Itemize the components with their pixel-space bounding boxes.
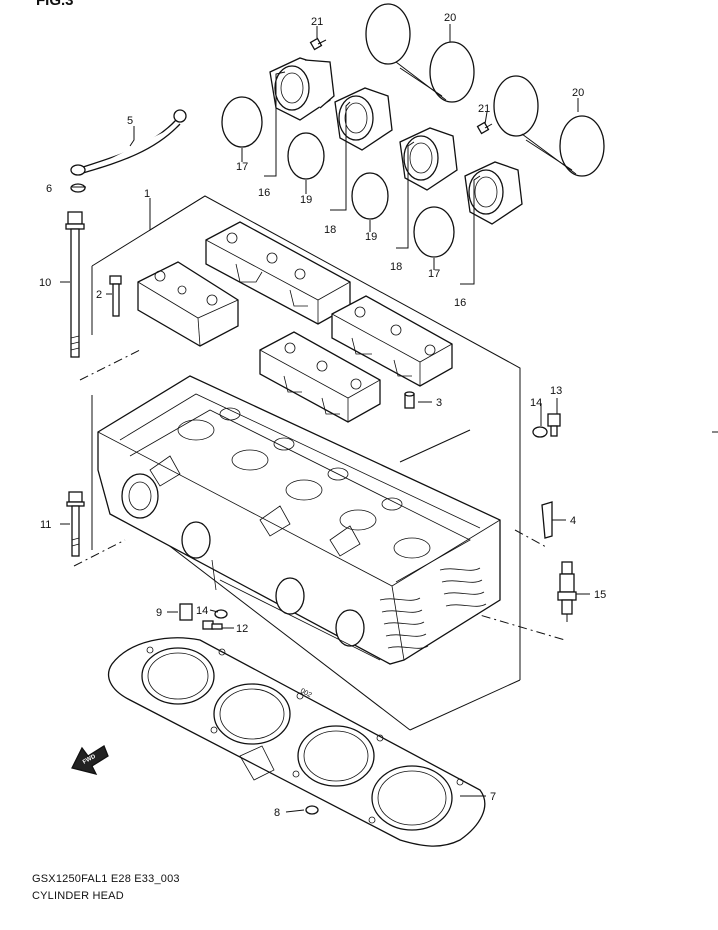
screw-21a [309, 37, 327, 51]
figure-label: FIG.3 [36, 0, 74, 9]
callout-14b: 14 [196, 605, 208, 617]
leader-lines [60, 24, 590, 813]
bolt-10 [65, 211, 85, 358]
callout-9: 9 [156, 607, 162, 619]
intake-pipe-2 [334, 87, 393, 151]
cylinder-head [97, 375, 501, 665]
callout-1: 1 [144, 188, 150, 200]
callout-4: 4 [570, 515, 576, 527]
callout-5: 5 [127, 115, 133, 127]
head-gasket-7: 002 [107, 637, 486, 847]
callout-16a: 16 [258, 187, 270, 199]
o-ring-17b [413, 206, 455, 258]
callout-17b: 17 [428, 268, 440, 280]
callout-2: 2 [96, 289, 102, 301]
o-ring-19b [351, 172, 389, 220]
callout-19b: 19 [365, 231, 377, 243]
intake-pipe-1 [269, 57, 335, 121]
callout-18b: 18 [390, 261, 402, 273]
o-ring-19a [287, 132, 325, 180]
callout-labels: 21 20 20 21 5 17 16 6 1 19 18 19 18 17 1… [39, 12, 606, 819]
callout-3: 3 [436, 397, 442, 409]
callout-12: 12 [236, 623, 248, 635]
cam-holder-left [137, 261, 239, 347]
model-code: GSX1250FAL1 E28 E33_003 [32, 873, 180, 885]
diagram-title: CYLINDER HEAD [32, 890, 124, 902]
intake-pipe-3 [399, 127, 458, 191]
callout-20a: 20 [444, 12, 456, 24]
callout-16b: 16 [454, 297, 466, 309]
cam-holder-right [331, 295, 453, 387]
o-ring-17a [221, 96, 263, 148]
forward-arrow-icon: FWD [71, 745, 109, 775]
callout-19a: 19 [300, 194, 312, 206]
callout-13: 13 [550, 385, 562, 397]
spark-plug-15 [557, 561, 577, 622]
callout-18a: 18 [324, 224, 336, 236]
bolt-12 [202, 620, 223, 630]
screw-21b [476, 121, 493, 135]
callout-17a: 17 [236, 161, 248, 173]
callout-14a: 14 [530, 397, 542, 409]
gasket-14a [532, 426, 548, 438]
callout-6: 6 [46, 183, 52, 195]
ring-8 [305, 805, 319, 815]
callout-8: 8 [274, 807, 280, 819]
callout-15: 15 [594, 589, 606, 601]
dowel-9 [179, 603, 193, 621]
bolt-2 [109, 275, 122, 317]
callout-7: 7 [490, 791, 496, 803]
callout-21b: 21 [478, 103, 490, 115]
dowel-pin-3 [404, 391, 415, 409]
pipe-hose-5 [70, 109, 187, 176]
callout-20b: 20 [572, 87, 584, 99]
clamp-pair-20b [493, 75, 605, 177]
bolt-11 [66, 491, 85, 557]
cam-holder-middle [259, 331, 381, 423]
callout-11: 11 [40, 519, 51, 531]
washer-6 [70, 183, 86, 193]
callout-10: 10 [39, 277, 51, 289]
bolt-13 [547, 413, 561, 437]
intake-pipe-4 [464, 161, 523, 225]
pin-4 [541, 501, 553, 539]
svg-text:002: 002 [299, 688, 313, 700]
callout-21a: 21 [311, 16, 323, 28]
clamp-pair-20a [365, 3, 475, 103]
